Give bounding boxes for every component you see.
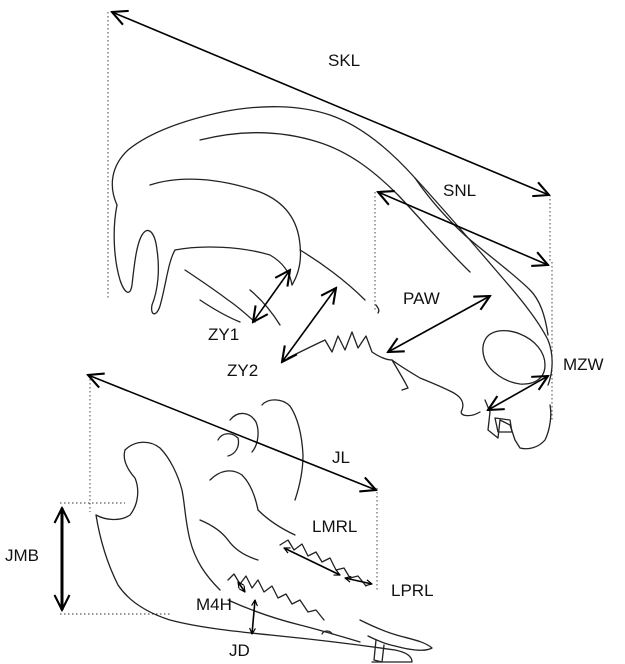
label-mzw: MZW	[563, 355, 604, 374]
snl-arrow	[378, 192, 548, 265]
label-jmb: JMB	[5, 546, 39, 565]
jd-arrow	[252, 600, 255, 634]
label-m4h: M4H	[196, 595, 232, 614]
measurement-arrows	[62, 12, 549, 634]
label-skl: SKL	[328, 51, 360, 70]
label-zy1: ZY1	[208, 325, 239, 344]
mzw-arrow	[488, 376, 548, 410]
skl-arrow	[112, 12, 549, 195]
label-lprl: LPRL	[391, 581, 434, 600]
zy2-arrow	[282, 288, 336, 362]
label-lmrl: LMRL	[312, 517, 357, 536]
label-jd: JD	[229, 641, 250, 660]
label-jl: JL	[332, 448, 350, 467]
measurement-labels: SKL SNL PAW ZY1 ZY2 MZW JL JMB LMRL LPRL…	[5, 51, 604, 660]
mandible-drawing	[96, 400, 432, 662]
cranium-drawing	[112, 107, 552, 449]
label-snl: SNL	[443, 181, 476, 200]
label-zy2: ZY2	[227, 361, 258, 380]
label-paw: PAW	[403, 289, 440, 308]
m4h-arrow	[238, 582, 245, 592]
zy1-arrow	[253, 270, 290, 322]
guide-lines	[60, 12, 552, 614]
lprl-arrow	[345, 578, 372, 584]
